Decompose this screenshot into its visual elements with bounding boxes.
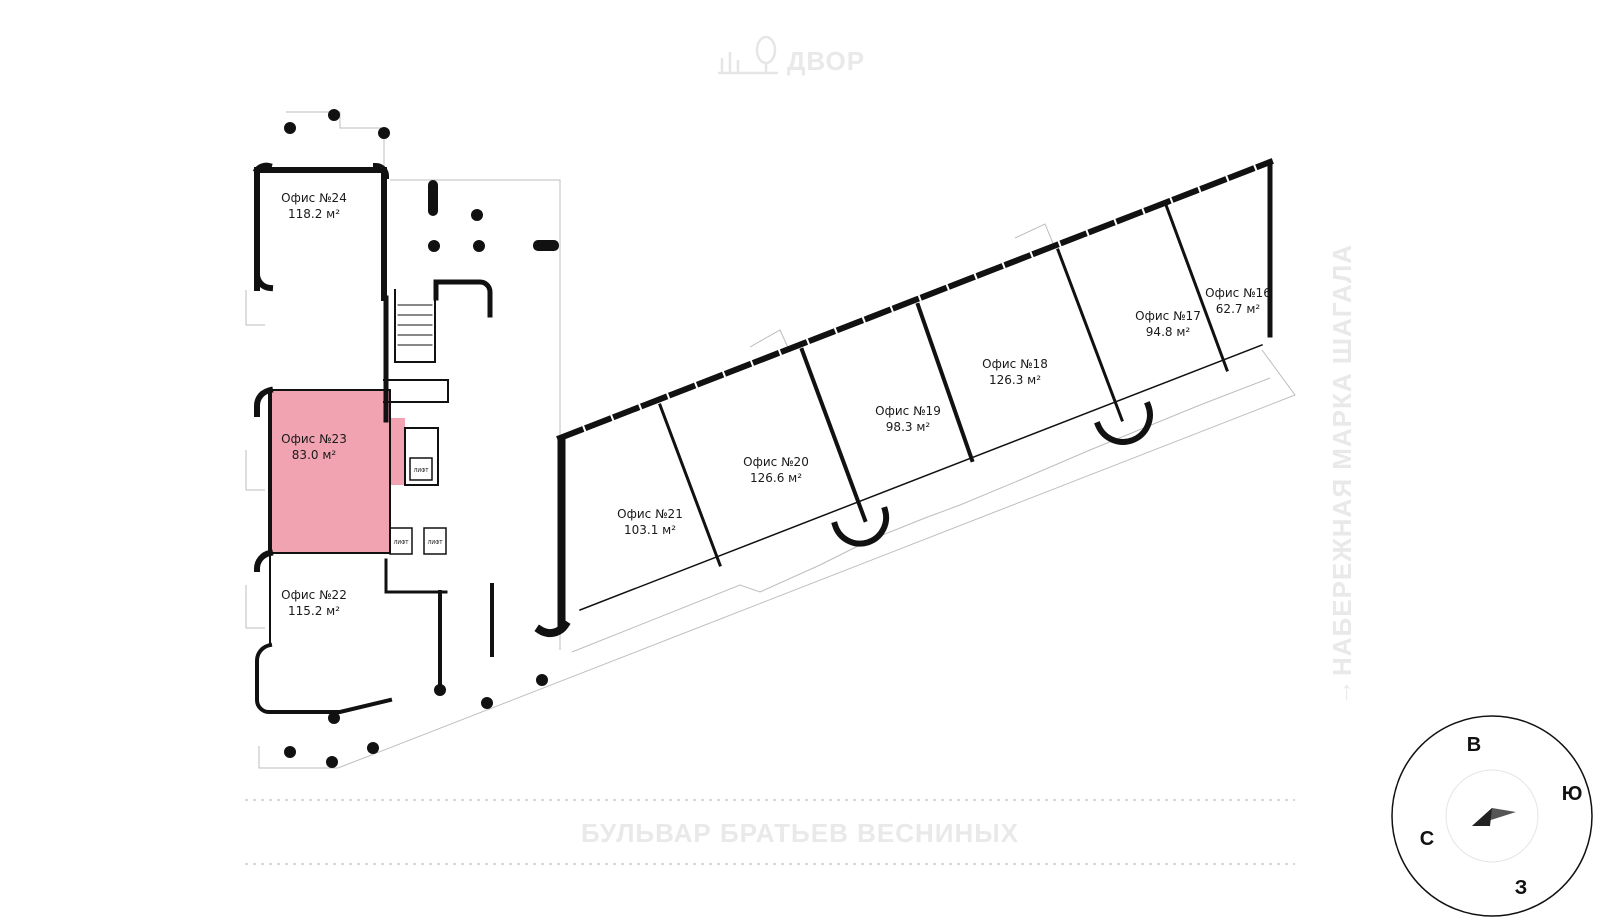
- elevator-2: [389, 527, 413, 555]
- courtyard-columns: [284, 109, 559, 768]
- wall-corner-23-top: [254, 386, 274, 417]
- wall-link-corner: [534, 619, 571, 637]
- courtyard-label-group: ДВОР: [718, 35, 865, 76]
- column: [471, 209, 483, 221]
- office-19-area: 98.3 м²: [886, 420, 931, 434]
- column: [533, 240, 559, 251]
- column: [481, 697, 493, 709]
- column: [284, 122, 296, 134]
- office-21-name: Офис №21: [617, 507, 683, 521]
- stair: [394, 289, 436, 363]
- embankment-arrow: →: [1327, 679, 1357, 706]
- column: [328, 109, 340, 121]
- office-19-name: Офис №19: [875, 404, 941, 418]
- right-wing-walls: [556, 158, 1274, 628]
- office-23-area: 83.0 м²: [292, 448, 337, 462]
- wall-corner-24-right: [372, 162, 390, 180]
- column: [328, 712, 340, 724]
- office-22-name: Офис №22: [281, 588, 347, 602]
- wall-wc-block: [384, 558, 448, 594]
- tree-icon: [718, 35, 778, 75]
- column: [536, 674, 548, 686]
- column: [378, 127, 390, 139]
- wall-facade-top: [556, 158, 1274, 442]
- wall-elevator-block: [404, 427, 439, 486]
- office-17-area: 94.8 м²: [1146, 325, 1191, 339]
- office-20-area: 126.6 м²: [750, 471, 802, 485]
- office-22[interactable]: Офис №22 115.2 м²: [262, 575, 382, 695]
- compass-south: Ю: [1562, 783, 1583, 805]
- column: [326, 756, 338, 768]
- wall-office-24-outer: [254, 167, 387, 301]
- wall-core-corridor: [383, 379, 449, 403]
- wall-corner-19: [831, 506, 890, 547]
- column: [428, 180, 438, 216]
- wall-21-20: [658, 403, 722, 567]
- wall-office-23-frame: [269, 389, 391, 554]
- office-23-name: Офис №23: [281, 432, 347, 446]
- elevator-label: ЛИФТ: [414, 468, 430, 474]
- office-18[interactable]: Офис №18 126.3 м²: [960, 320, 1070, 430]
- office-16-name: Офис №16: [1205, 286, 1271, 300]
- stair-steps: [397, 304, 433, 346]
- office-22-area: 115.2 м²: [288, 604, 340, 618]
- embankment-label: НАБЕРЕЖНАЯ МАРКА ШАГАЛА: [1327, 244, 1357, 676]
- office-21[interactable]: Офис №21 103.1 м²: [585, 460, 705, 570]
- boulevard: БУЛЬВАР БРАТЬЕВ ВЕСНИНЫХ: [245, 799, 1295, 865]
- courtyard-label: ДВОР: [787, 46, 865, 76]
- office-23[interactable]: Офис №23 83.0 м²: [270, 390, 390, 550]
- office-17-name: Офис №17: [1135, 309, 1201, 323]
- wall-office-22-outer: [254, 642, 393, 714]
- office-20[interactable]: Офис №20 126.6 м²: [720, 410, 840, 520]
- office-24[interactable]: Офис №24 118.2 м²: [262, 180, 377, 280]
- compass-north: С: [1420, 828, 1434, 850]
- compass-west: З: [1515, 877, 1528, 899]
- office-18-area: 126.3 м²: [989, 373, 1041, 387]
- wall-core-top: [433, 279, 493, 318]
- wall-corner-24-top: [252, 162, 273, 175]
- elevator-3: [423, 527, 447, 555]
- office-16[interactable]: Офис №16 62.7 м²: [1205, 220, 1271, 360]
- office-24-area: 118.2 м²: [288, 207, 340, 221]
- office-20-name: Офис №20: [743, 455, 809, 469]
- column: [367, 742, 379, 754]
- office-23-highlight: [270, 390, 405, 553]
- compass-east: В: [1467, 734, 1481, 756]
- column: [434, 684, 446, 696]
- column: [473, 240, 485, 252]
- office-23-fill: [270, 390, 405, 553]
- office-19[interactable]: Офис №19 98.3 м²: [845, 360, 955, 470]
- office-24-name: Офис №24: [281, 191, 347, 205]
- column: [284, 746, 296, 758]
- wall-20-19: [799, 347, 868, 523]
- wall-17-16: [1164, 203, 1229, 372]
- boulevard-label: БУЛЬВАР БРАТЬЕВ ВЕСНИНЫХ: [581, 818, 1019, 848]
- wall-corner-24: [253, 270, 274, 292]
- wall-18-17: [1056, 248, 1124, 422]
- wall-19-18: [915, 302, 975, 463]
- column: [428, 240, 440, 252]
- elevator-label: ЛИФТ: [394, 540, 410, 546]
- wall-facade-bottom: [579, 344, 1263, 611]
- left-block-walls: ЛИФТ ЛИФТ ЛИФТ: [252, 162, 571, 724]
- office-16-area: 62.7 м²: [1216, 302, 1261, 316]
- office-labels: Офис №24 118.2 м² Офис №23 83.0 м² Офис …: [262, 180, 1271, 695]
- office-18-name: Офис №18: [982, 357, 1048, 371]
- office-21-area: 103.1 м²: [624, 523, 676, 537]
- wall-corner-17: [1094, 401, 1153, 445]
- compass-inner-ring: [1445, 769, 1539, 863]
- elevator-label: ЛИФТ: [428, 540, 444, 546]
- compass: В Ю С З: [1391, 715, 1593, 917]
- elevator-1: [409, 457, 433, 481]
- wall-corner-23-bottom: [254, 549, 274, 573]
- office-17[interactable]: Офис №17 94.8 м²: [1110, 270, 1210, 380]
- embankment-label-group: НАБЕРЕЖНАЯ МАРКА ШАГАЛА →: [1327, 244, 1357, 706]
